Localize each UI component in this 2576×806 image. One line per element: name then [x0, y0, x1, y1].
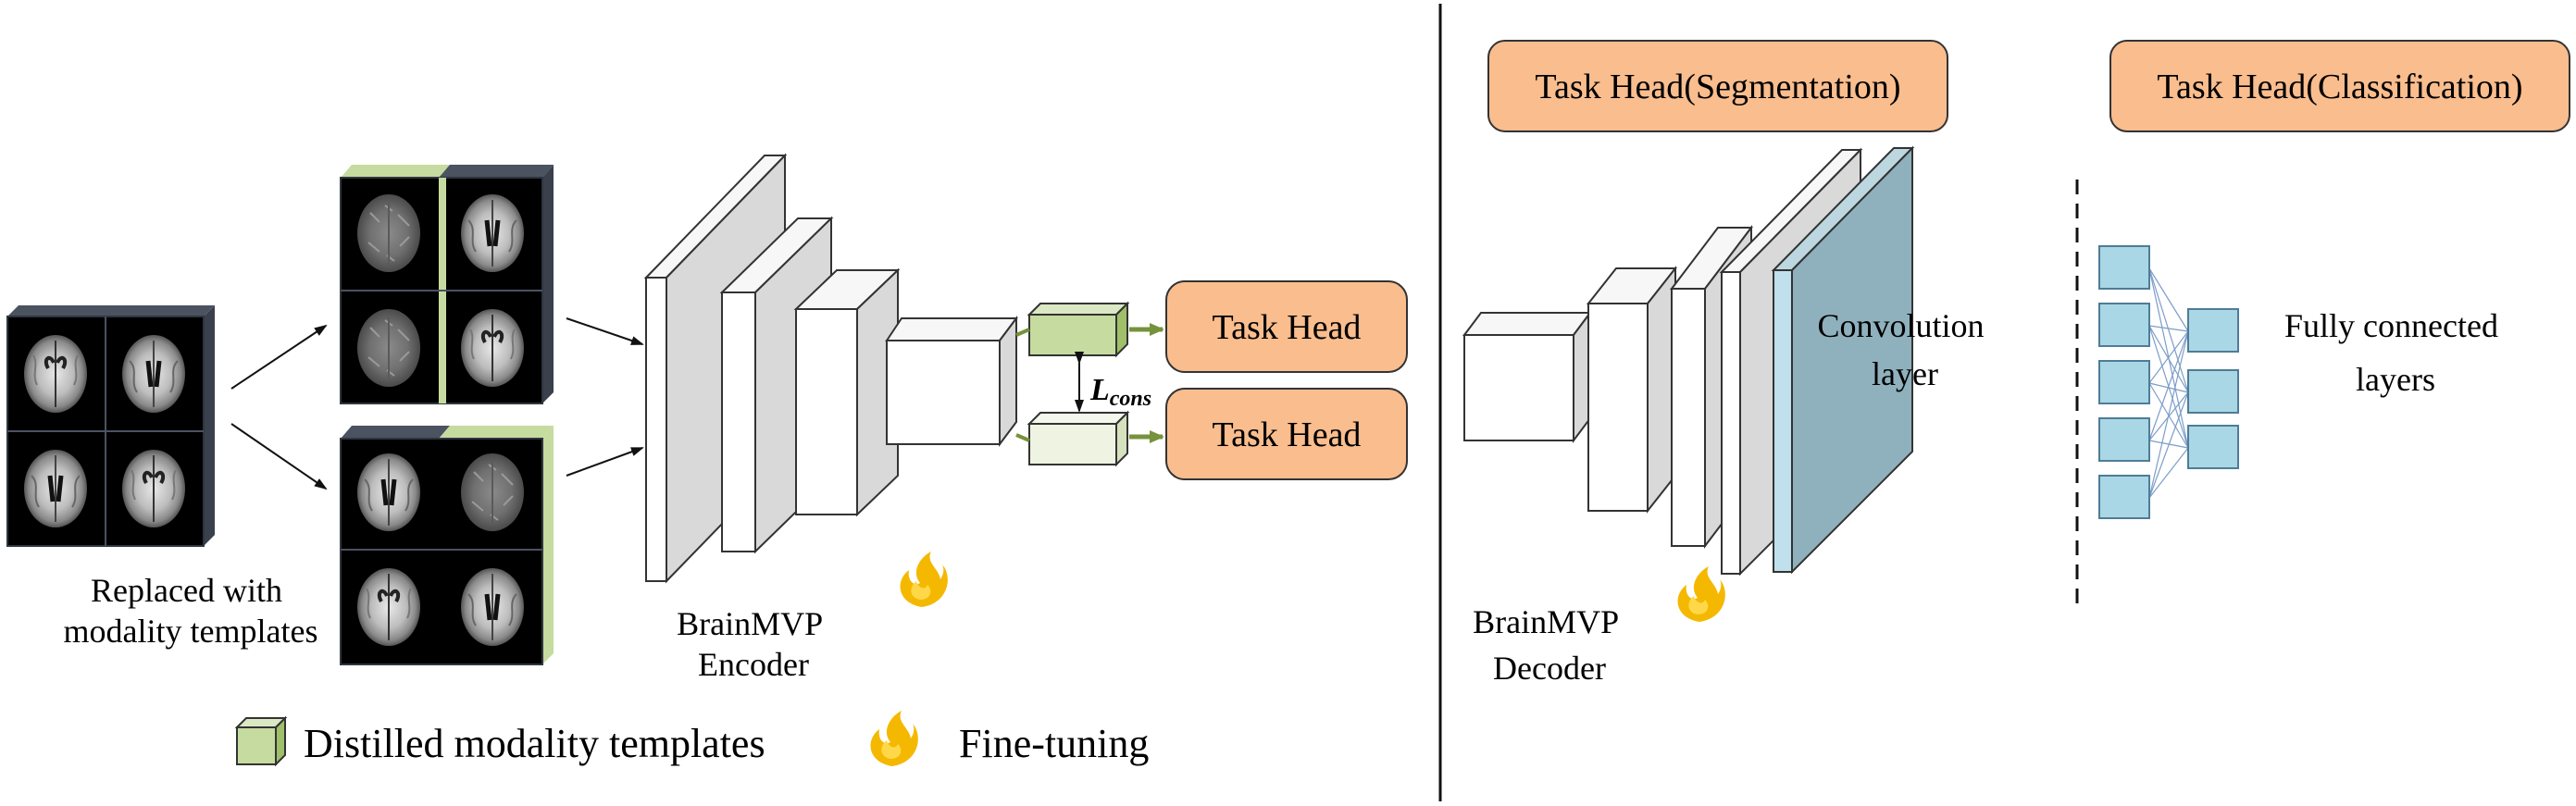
arrow-to-encoder-bottom: [566, 447, 644, 477]
connector-encoder-top: [1015, 328, 1030, 337]
legend-templates-label: Distilled modality templates: [304, 721, 765, 766]
flame-icon-decoder: [1677, 566, 1725, 622]
variant-top-cube: [340, 165, 554, 404]
fc-edges: [2148, 267, 2189, 499]
task-head-label-2: Task Head: [1213, 415, 1362, 454]
arrow-to-variant-bottom: [230, 423, 328, 490]
fc-node: [2187, 308, 2239, 353]
fc-input-nodes: [2098, 245, 2150, 519]
legend-finetune-label: Fine-tuning: [959, 721, 1149, 766]
fc-node: [2098, 245, 2150, 290]
seg-head-box: [1487, 40, 1948, 132]
decoder-label: BrainMVP Decoder: [1473, 603, 1626, 687]
loss-label: Lcons: [1089, 373, 1151, 411]
feature-cube-light: [1027, 410, 1130, 467]
decoder-layers: [1462, 145, 1915, 577]
input-mri-cube: [6, 305, 215, 547]
replaced-label: Replaced with modality templates: [64, 572, 318, 650]
flame-icon-legend: [870, 711, 918, 766]
conv-label: Convolution layer: [1817, 307, 1992, 392]
fc-node: [2098, 417, 2150, 462]
variant-bottom-cube: [340, 426, 554, 665]
cls-head-label: Task Head(Classification): [2157, 68, 2522, 106]
task-head-box-1: [1165, 280, 1408, 373]
encoder-label: BrainMVP Encoder: [677, 605, 830, 683]
fc-node: [2098, 360, 2150, 404]
fc-node: [2187, 425, 2239, 469]
seg-head-label: Task Head(Segmentation): [1535, 68, 1900, 106]
arrow-to-encoder-top: [566, 317, 644, 345]
fc-output-nodes: [2187, 308, 2239, 469]
feature-cube-green: [1027, 301, 1130, 358]
connector-encoder-bottom: [1015, 433, 1030, 442]
fc-label: Fully connected layers: [2284, 307, 2507, 398]
fc-node: [2187, 369, 2239, 414]
task-head-box-2: [1165, 388, 1408, 480]
fc-node: [2098, 475, 2150, 519]
cls-head-box: [2109, 40, 2570, 132]
flame-icon-encoder: [900, 552, 948, 607]
task-head-label-1: Task Head: [1213, 308, 1362, 347]
encoder-layers: [643, 153, 1018, 584]
fc-node: [2098, 303, 2150, 347]
arrow-to-variant-top: [230, 324, 328, 390]
legend-template-cube-icon: [234, 715, 288, 767]
